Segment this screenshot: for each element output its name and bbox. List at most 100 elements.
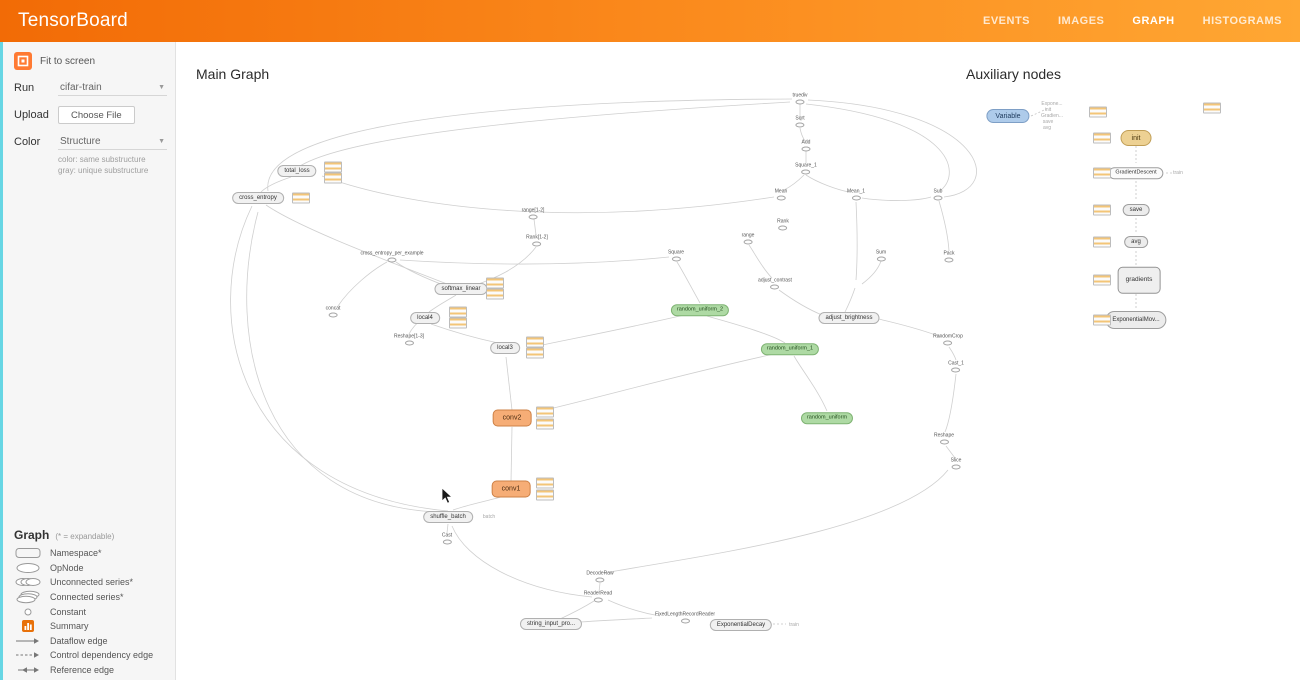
legend-label: Constant [50,606,87,617]
unconnected-series-icon [15,578,41,587]
series-stack [324,172,342,184]
legend-label: Namespace* [50,548,102,559]
legend-item-opnode: OpNode [14,561,169,576]
namespace-node-total-loss[interactable]: total_loss [277,165,317,177]
series-stack [449,317,467,329]
faded-ref-label-batch: batch [482,514,496,520]
nav-events[interactable]: EVENTS [982,15,1030,27]
op-node-cast-1[interactable]: Cast_1 [948,361,964,373]
op-node-adjust-contrast[interactable]: adjust_contrast [758,278,792,290]
chevron-down-icon: ▼ [158,138,165,145]
nav-graph[interactable]: GRAPH [1132,15,1175,27]
faded-ref-label-expone: Expone... [1041,101,1063,107]
series-stack [1093,274,1111,286]
op-node-square-1[interactable]: Square_1 [795,163,817,175]
legend-item-constant: Constant [14,604,169,619]
op-node-fixedlengthrecordreader[interactable]: FixedLengthRecordReader [655,612,715,624]
op-node-mean-1[interactable]: Mean_1 [847,189,865,201]
series-stack [536,406,554,418]
color-label: Color [14,136,41,148]
node-exponentialmov[interactable]: ExponentialMov... [1105,311,1167,329]
node-random-uniform-2[interactable]: random_uniform_2 [670,304,730,316]
node-gradientdescent[interactable]: GradientDescent [1108,167,1164,179]
namespace-node-adjust-brightness[interactable]: adjust_brightness [818,312,880,324]
series-stack [292,192,310,204]
op-node-pack[interactable]: Pack [943,251,955,263]
legend-item-unconnected-series: Unconnected series* [14,575,169,590]
op-node-sub[interactable]: Sub [933,189,943,201]
node-random-uniform[interactable]: random_uniform [800,412,854,424]
legend-label: OpNode [50,562,84,573]
upload-row: Upload Choose File [14,106,167,124]
choose-file-button[interactable]: Choose File [58,106,135,124]
node-variable[interactable]: Variable [986,109,1030,123]
legend-expandable-note: (* = expandable) [55,532,115,541]
namespace-node-local3[interactable]: local3 [490,342,520,354]
op-node-sum[interactable]: Sum [876,250,886,262]
op-node-cross-entropy-per-example[interactable]: cross_entropy_per_example [360,251,424,263]
faded-ref-label-save: save [1042,119,1054,125]
opnode-icon [16,562,40,573]
fit-to-screen-button[interactable] [14,52,32,70]
node-gradients[interactable]: gradients [1117,266,1161,294]
node-init[interactable]: init [1120,130,1152,146]
nav-images[interactable]: IMAGES [1058,15,1105,27]
color-help: color: same substructure gray: unique su… [58,155,167,177]
legend-label: Dataflow edge [50,635,108,646]
run-select-value: cifar-train [60,82,102,93]
legend-label: Connected series* [50,592,124,603]
node-random-uniform-1[interactable]: random_uniform_1 [760,343,820,355]
op-node-truediv[interactable]: truediv [792,93,808,105]
op-node-decoderaw[interactable]: DecodeRaw [586,571,614,583]
op-node-sqrt[interactable]: Sqrt [795,116,805,128]
sidebar: Fit to screen Run cifar-train ▼ Upload C… [0,42,176,680]
op-node-rank-1-2[interactable]: Rank[1-2] [526,235,548,247]
op-node-mean[interactable]: Mean [775,189,787,201]
series-stack [486,277,504,289]
series-stack [526,336,544,348]
faded-ref-label-train: train [789,622,799,628]
dataflow-edge-icon [16,638,39,644]
op-node-reshape[interactable]: Reshape [934,433,954,445]
op-node-concat[interactable]: concat [326,306,340,318]
reference-edge-icon [18,667,39,673]
legend-item-connected-series: Connected series* [14,590,169,605]
sidebar-scrollbar[interactable] [0,42,3,680]
op-node-square[interactable]: Square [668,250,684,262]
op-node-range-1-2[interactable]: range[1-2] [522,208,544,220]
namespace-node-cross-entropy[interactable]: cross_entropy [232,192,284,204]
op-node-randomcrop[interactable]: RandomCrop [933,334,963,346]
op-node-cast[interactable]: Cast [442,533,452,545]
series-stack [486,288,504,300]
op-node-add[interactable]: Add [801,140,811,152]
namespace-node-exponentialdecay[interactable]: ExponentialDecay [709,619,773,631]
nav-histograms[interactable]: HISTOGRAMS [1202,15,1282,27]
node-conv2[interactable]: conv2 [492,409,532,427]
node-save[interactable]: save [1122,204,1150,216]
namespace-node-softmax-linear[interactable]: softmax_linear [434,283,488,295]
namespace-node-shuffle-batch[interactable]: shuffle_batch [423,511,473,523]
legend-item-control-dependency-edge: Control dependency edge [14,648,169,663]
series-stack [536,489,554,501]
op-node-slice[interactable]: Slice [951,458,961,470]
op-node-range[interactable]: range [742,233,754,245]
legend-label: Unconnected series* [50,577,134,588]
color-help-line1: color: same substructure [58,155,146,164]
op-node-rank[interactable]: Rank [777,219,789,231]
faded-ref-label-gradien: Gradien... [1041,113,1063,119]
node-conv1[interactable]: conv1 [491,480,531,498]
series-stack [1093,204,1111,216]
op-node-reshape-1-3[interactable]: Reshape[1-3] [394,334,424,346]
node-avg[interactable]: avg [1124,236,1148,248]
run-select[interactable]: cifar-train ▼ [58,80,167,96]
legend-label: Reference edge [50,665,115,676]
series-stack [1093,167,1111,179]
faded-ref-label-train: train [1173,170,1183,176]
color-select[interactable]: Structure ▼ [58,134,167,150]
series-stack [536,477,554,489]
namespace-node-local4[interactable]: local4 [410,312,440,324]
namespace-node-string-input-pro[interactable]: string_input_pro... [519,618,583,630]
op-node-readerread[interactable]: ReaderRead [584,591,612,603]
